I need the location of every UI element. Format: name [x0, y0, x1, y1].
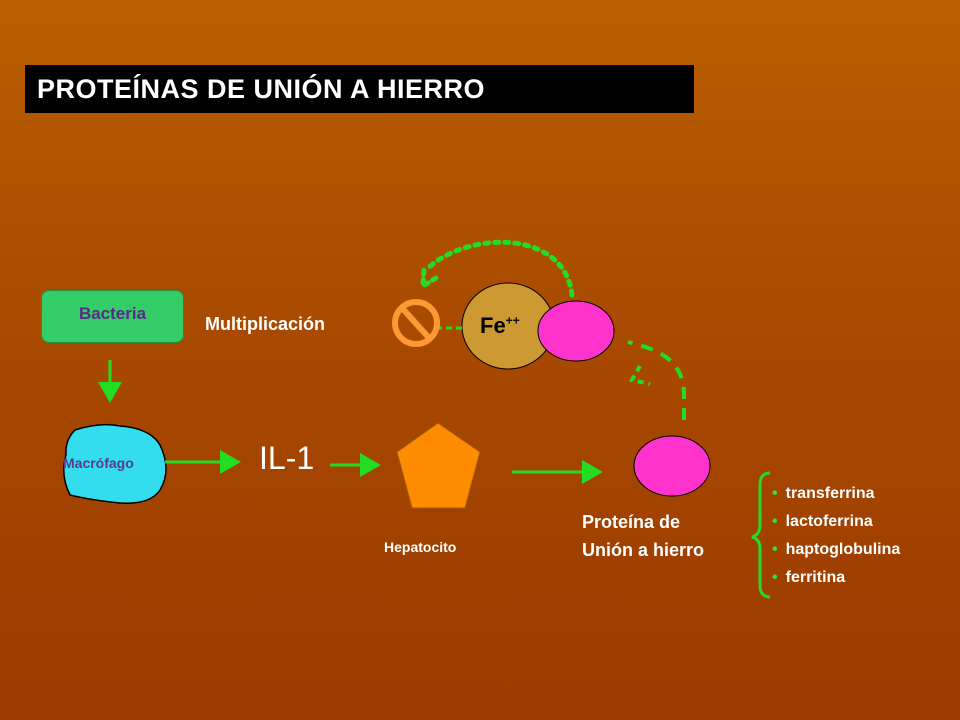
- list-item-label: haptoglobulina: [785, 541, 901, 558]
- macrophage-shape: [63, 423, 167, 504]
- list-item: •transferrina: [772, 485, 875, 502]
- list-brace: [751, 471, 771, 599]
- dashed-arrow-head: [628, 365, 651, 386]
- list-item-label: ferritina: [785, 569, 846, 586]
- list-item: •lactoferrina: [772, 513, 873, 530]
- protein-label-line1: Proteína de: [582, 512, 681, 532]
- multiplication-label: Multiplicación: [205, 314, 326, 334]
- dotted-arrow-protein-to-prohibit: [425, 239, 575, 298]
- list-item-label: lactoferrina: [785, 513, 873, 530]
- iron-binding-protein-circle: [633, 435, 711, 497]
- prohibit-icon: [392, 299, 440, 347]
- iron-label-base: Fe: [480, 313, 506, 338]
- list-item: •ferritina: [772, 569, 846, 586]
- iron-label: Fe++: [480, 313, 520, 339]
- list-item: •haptoglobulina: [772, 541, 901, 558]
- protein-label-line2: Unión a hierro: [582, 540, 705, 560]
- protein-label: Proteína de Unión a hierro: [582, 508, 704, 564]
- list-item-label: transferrina: [785, 485, 875, 502]
- dotted-arrow-head: [420, 265, 439, 291]
- bacteria-node: Bacteria: [41, 290, 184, 343]
- hepatocyte-shape: [396, 422, 481, 509]
- il1-label: IL-1: [259, 440, 315, 476]
- macrophage-label: Macrófago: [63, 455, 134, 471]
- hepatocyte-label: Hepatocito: [384, 539, 457, 555]
- bound-protein-circle: [537, 300, 615, 362]
- page-title: PROTEÍNAS DE UNIÓN A HIERRO: [25, 65, 694, 113]
- dashed-arrow-protein-to-complex: [627, 340, 686, 420]
- protein-list: •transferrina •lactoferrina •haptoglobul…: [772, 483, 900, 595]
- iron-label-charge: ++: [505, 313, 520, 328]
